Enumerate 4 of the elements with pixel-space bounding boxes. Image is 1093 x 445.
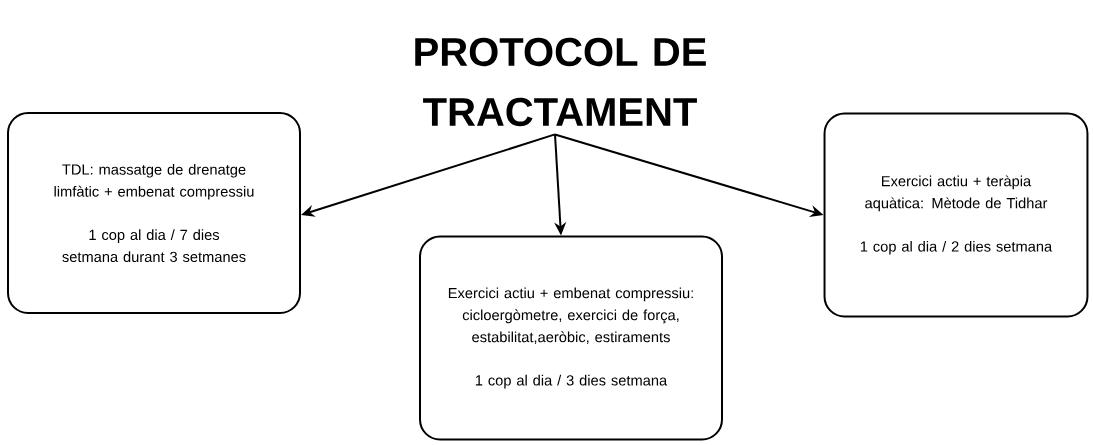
treatment-box: TDL: massatge de drenatge limfàtic + embenat compressiu 1 cop al dia / 7 dies setmana durant 3 setmanes [7, 112, 301, 314]
treatment-box: Exercici actiu + teràpia aquàtica: Mètode de Tidhar 1 cop al dia / 2 dies setmana [823, 112, 1089, 318]
title: PROTOCOL DE TRACTAMENT [415, 37, 706, 127]
treatment-box: Exercici actiu + embenat compressiu: cicloergòmetre, exercici de força, estabilitat,aeròbic, estiraments 1 cop al dia / 3 dies setmana [419, 235, 723, 441]
